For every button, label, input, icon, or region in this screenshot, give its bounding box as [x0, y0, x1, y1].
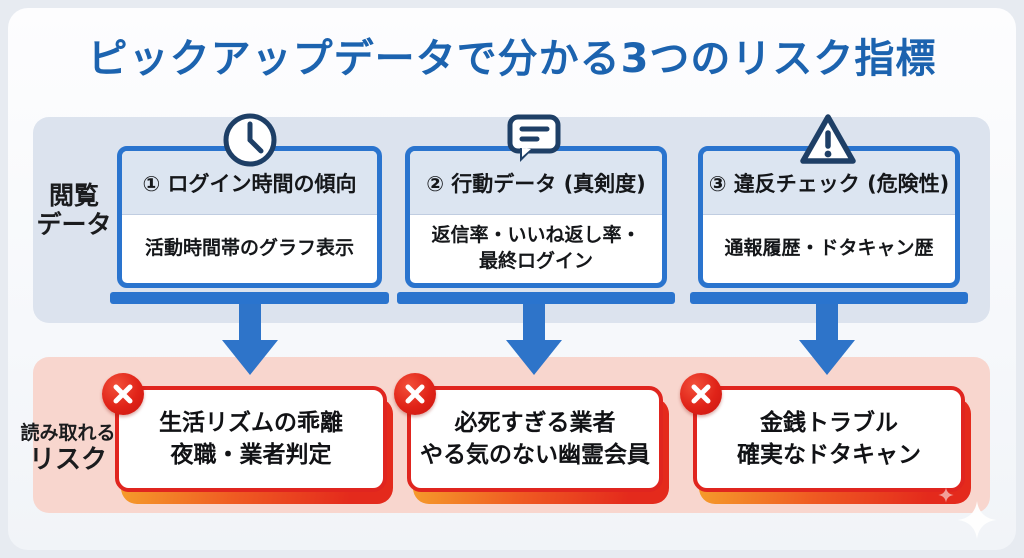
down-arrow: [239, 304, 261, 341]
monitor-box-violation-check: ③ 違反チェック (危険性) 通報履歴・ドタキャン歴: [698, 146, 960, 288]
monitor-header: ② 行動データ (真剣度): [410, 151, 662, 215]
risk-label: 読み取れる リスク: [12, 422, 124, 476]
monitor-body: 通報履歴・ドタキャン歴: [703, 215, 955, 283]
down-arrow: [816, 304, 838, 341]
clock-icon: [221, 112, 279, 170]
risk-box-lifestyle: 生活リズムの乖離 夜職・業者判定: [102, 373, 393, 504]
chat-bubble-icon: [505, 112, 563, 170]
risk-text-line: やる気のない幽霊会員: [420, 442, 650, 468]
sparkle-icon-small: [938, 487, 954, 507]
down-arrow: [523, 304, 545, 341]
down-arrow-head: [506, 340, 562, 375]
risk-text-line: 金銭トラブル: [760, 409, 898, 436]
risk-box-face: 金銭トラブル 確実なドタキャン: [693, 386, 965, 492]
monitor-body-line: 最終ログイン: [478, 250, 593, 272]
x-mark-icon: [394, 373, 436, 415]
viewed-data-label: 閲覧 データ: [16, 181, 132, 239]
risk-box-fake-members: 必死すぎる業者 やる気のない幽霊会員: [394, 373, 669, 504]
x-mark-icon: [680, 373, 722, 415]
down-arrow-head: [799, 340, 855, 375]
risk-box-face: 生活リズムの乖離 夜職・業者判定: [115, 386, 387, 492]
risk-box-money-trouble: 金銭トラブル 確実なドタキャン: [680, 373, 971, 504]
risk-text-line: 必死すぎる業者: [454, 409, 616, 436]
viewed-data-label-line2: データ: [36, 210, 112, 239]
monitor-body-line: 活動時間帯のグラフ表示: [144, 237, 354, 260]
monitor-box-login-time: ① ログイン時間の傾向 活動時間帯のグラフ表示: [117, 146, 382, 288]
viewed-data-label-line1: 閲覧: [48, 181, 99, 210]
monitor-stand: [110, 292, 389, 304]
monitor-box-behavior-data: ② 行動データ (真剣度) 返信率・いいね返し率・ 最終ログイン: [405, 146, 667, 288]
down-arrow-head: [222, 340, 278, 375]
sparkle-icon: [957, 500, 997, 544]
monitor-body: 返信率・いいね返し率・ 最終ログイン: [410, 215, 662, 283]
risk-text-line: 夜職・業者判定: [170, 442, 332, 468]
page-title: ピックアップデータで分かる3つのリスク指標: [87, 36, 937, 82]
monitor-header: ③ 違反チェック (危険性): [703, 151, 955, 215]
monitor-body: 活動時間帯のグラフ表示: [122, 215, 377, 283]
risk-box-face: 必死すぎる業者 やる気のない幽霊会員: [407, 386, 663, 492]
monitor-body-line: 通報履歴・ドタキャン歴: [724, 237, 934, 260]
risk-text-line: 生活リズムの乖離: [159, 409, 343, 436]
monitor-stand: [690, 292, 968, 304]
risk-label-line2: リスク: [28, 444, 107, 475]
x-mark-icon: [102, 373, 144, 415]
risk-text-line: 確実なドタキャン: [737, 442, 921, 468]
monitor-body-line: 返信率・いいね返し率・: [431, 224, 641, 247]
monitor-stand: [397, 292, 675, 304]
risk-label-line1: 読み取れる: [20, 422, 116, 444]
warning-triangle-icon: [798, 110, 856, 168]
